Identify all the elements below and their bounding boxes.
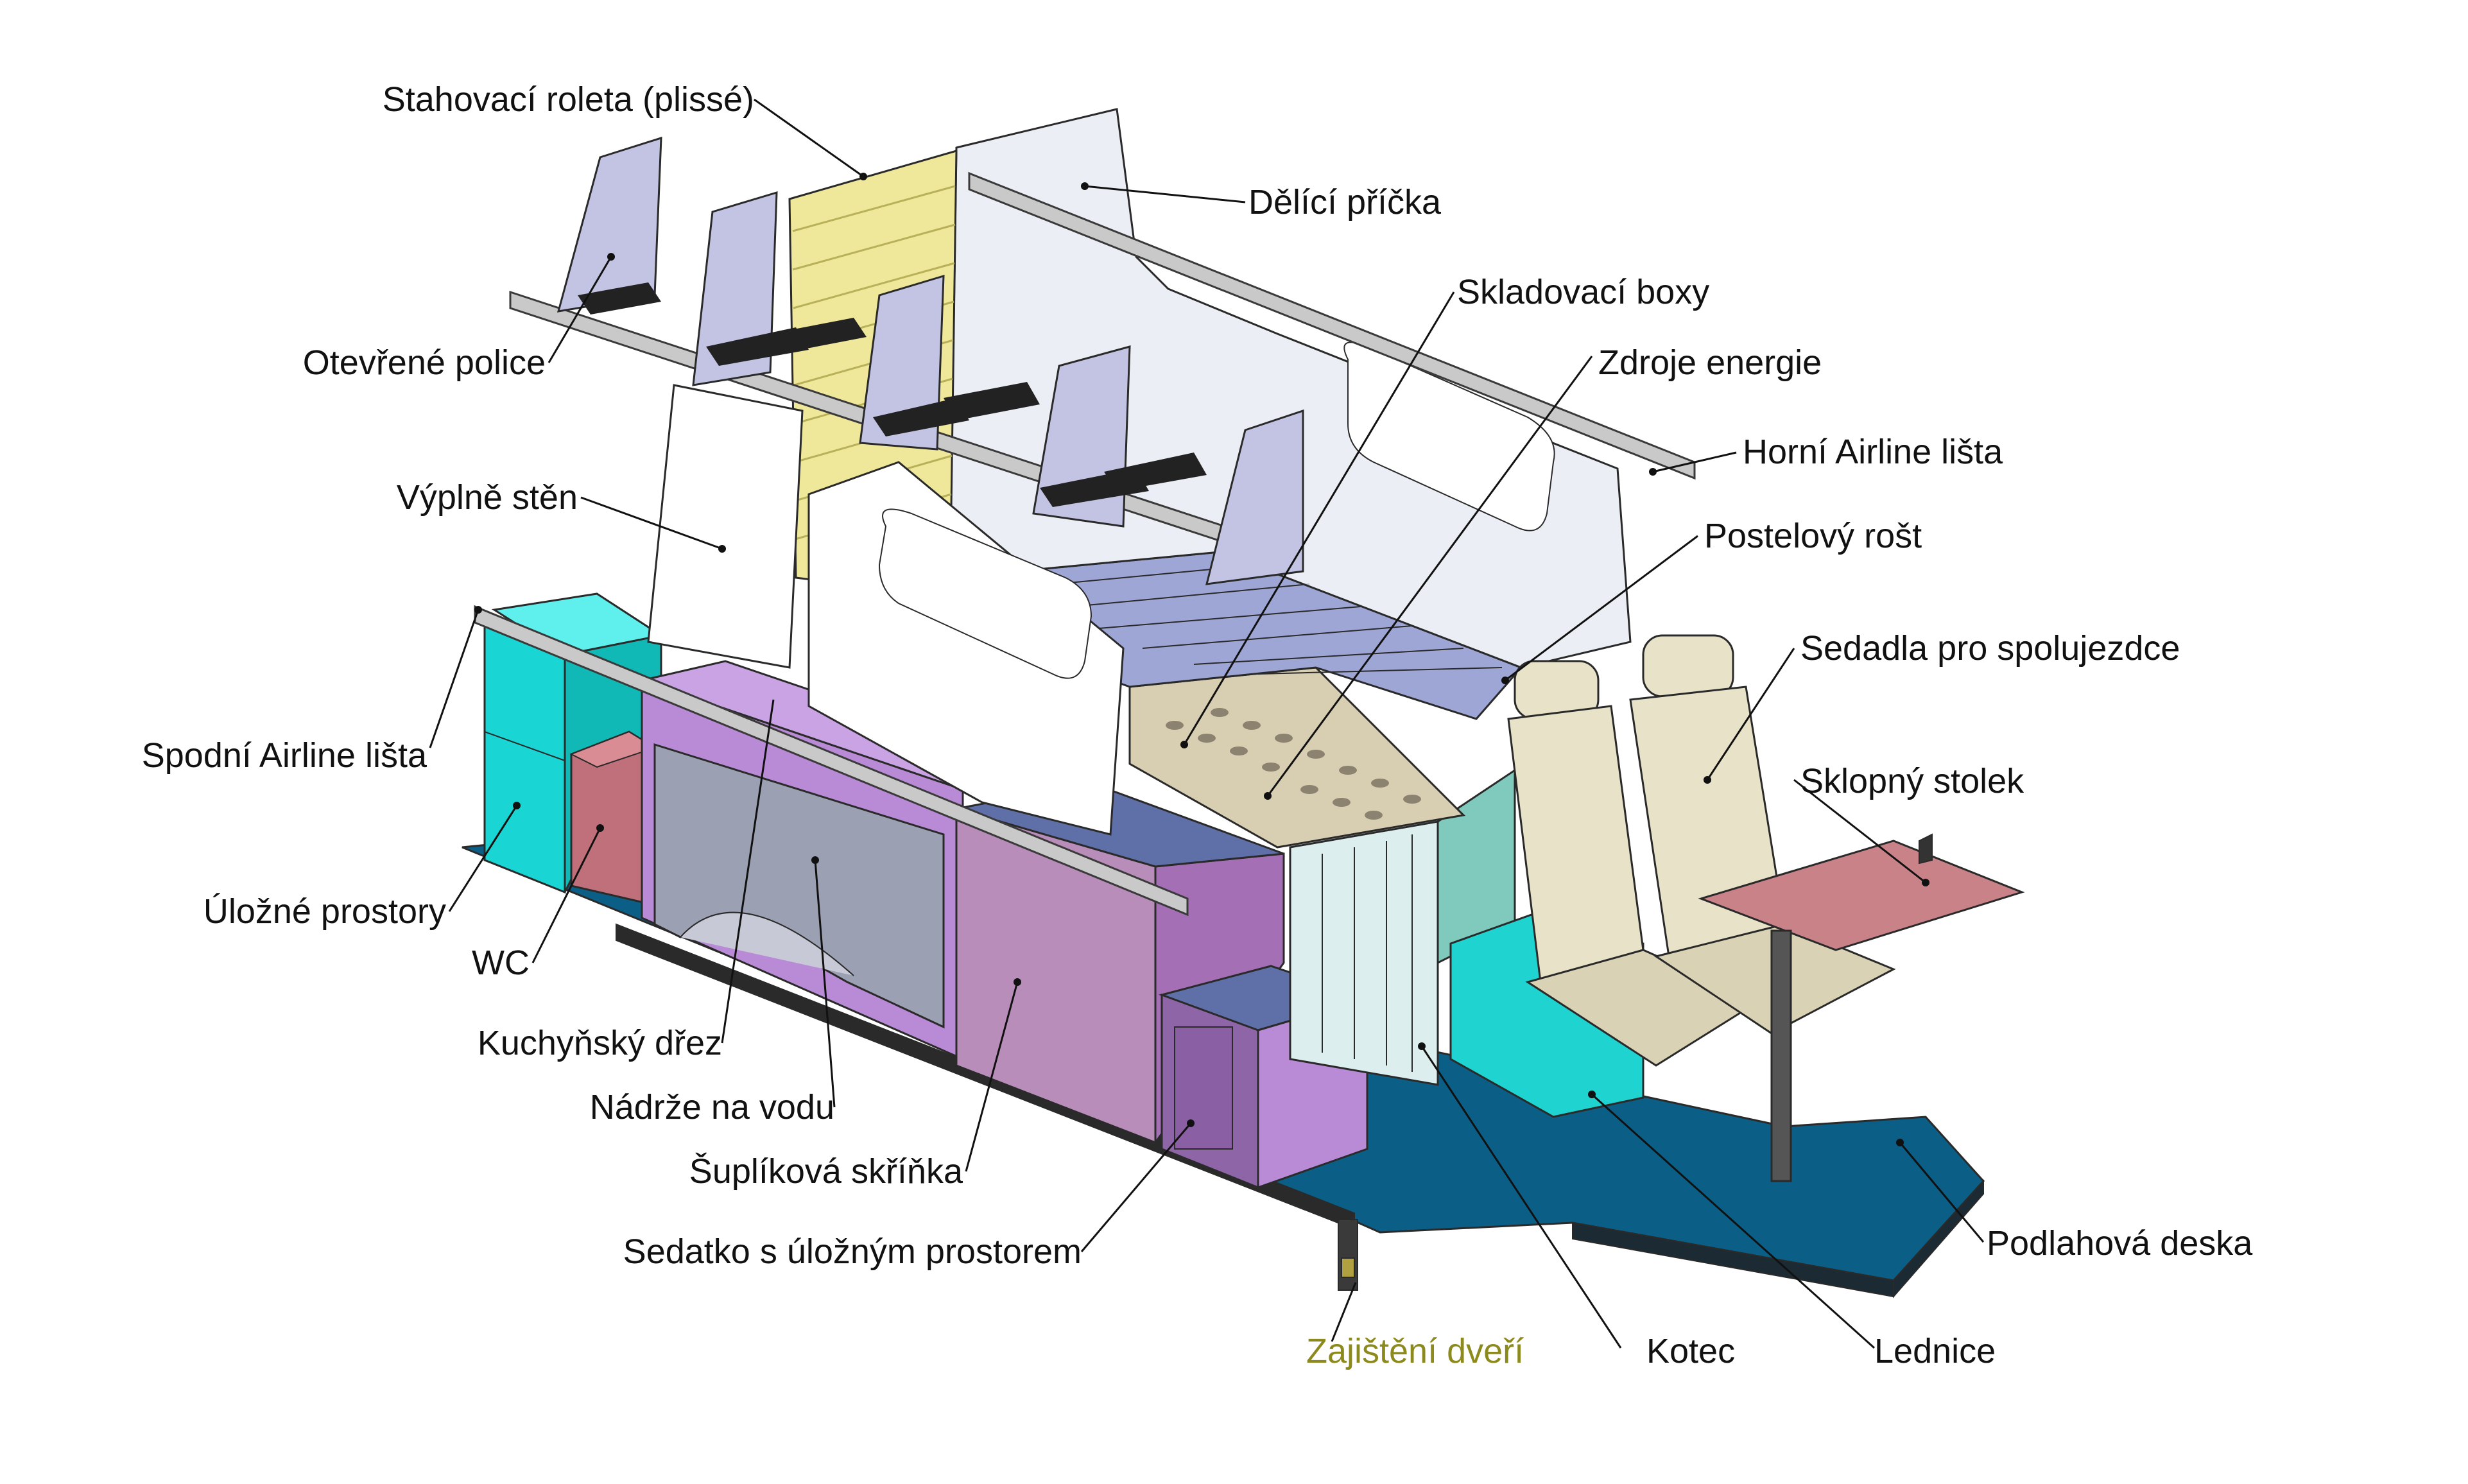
label-floor-board: Podlahová deska [1987, 1224, 2253, 1263]
leader-kennel [1420, 1046, 1622, 1349]
label-partition: Dělící příčka [1248, 183, 1442, 221]
label-energy-sources: Zdroje energie [1598, 343, 1822, 382]
label-storage-boxes: Skladovací boxy [1457, 273, 1709, 311]
leader-lines [429, 98, 1985, 1349]
label-drawer-cabinet: Šuplíková skříňka [689, 1152, 963, 1191]
label-folding-table: Sklopný stolek [1800, 762, 2024, 800]
leader-bed-grate [1505, 535, 1698, 682]
leader-upper-rail [1652, 451, 1737, 473]
label-door-lock: Zajištění dveří [1306, 1332, 1524, 1370]
upper-airline-rail [968, 171, 1696, 480]
leader-seat-storage [1080, 1123, 1192, 1252]
leader-floor-board [1899, 1142, 1985, 1243]
leader-fridge [1591, 1093, 1876, 1349]
leader-dots [474, 173, 1929, 1146]
leader-passenger-seats [1706, 648, 1795, 781]
leader-lower-rail [429, 609, 479, 748]
label-open-shelves: Otevřené police [303, 343, 546, 382]
leader-door-lock [1331, 1282, 1357, 1342]
shelf-straps [578, 282, 1207, 507]
leader-partition [1084, 185, 1246, 203]
leader-water-tanks [814, 859, 836, 1108]
wheel-arch [680, 911, 854, 976]
floor-board-right-edge [1893, 1179, 1984, 1298]
label-fridge: Lednice [1874, 1332, 1996, 1370]
leader-energy [1266, 356, 1593, 797]
callout-labels: Stahovací roleta (plissé) Dělící příčka … [142, 80, 2254, 1370]
wall-panel-left [647, 384, 804, 669]
leader-kitchen-sink [721, 699, 775, 1044]
label-storage-spaces: Úložné prostory [203, 892, 446, 931]
storage-box-holes [1166, 708, 1421, 820]
leader-wc [531, 827, 601, 963]
leader-folding-table [1793, 779, 1926, 884]
kennel-cage [1289, 820, 1439, 1086]
label-seat-with-storage: Sedatko s úložným prostorem [623, 1232, 1082, 1271]
label-bed-grate: Postelový rošt [1704, 517, 1922, 555]
leader-wall-panels [580, 496, 723, 550]
leader-open-shelves [548, 256, 612, 363]
leader-storage-spaces [448, 805, 518, 912]
leader-drawer-cabinet [965, 981, 1019, 1172]
door-lock-latch [1341, 1257, 1355, 1278]
label-roller-blind: Stahovací roleta (plissé) [383, 80, 754, 119]
label-water-tanks: Nádrže na vodu [590, 1088, 834, 1126]
folding-table-bracket [1919, 833, 1933, 865]
label-wall-panels: Výplně stěn [397, 478, 578, 517]
camper-illustration [462, 108, 2025, 1298]
storage-cabinet-front [483, 624, 566, 894]
door-lock-post [1338, 1219, 1358, 1291]
label-passenger-seats: Sedadla pro spolujezdce [1800, 629, 2180, 668]
label-upper-airline-rail: Horní Airline lišta [1743, 433, 2003, 471]
label-kitchen-sink: Kuchyňský dřez [478, 1024, 722, 1062]
kennel-bars [1322, 834, 1413, 1072]
label-wc: WC [472, 944, 530, 982]
seat-storage-door [1174, 1026, 1233, 1150]
wall-panel-window [878, 508, 1092, 679]
leader-storage-boxes [1183, 291, 1455, 745]
leader-roller-blind [754, 98, 864, 178]
label-lower-airline-rail: Spodní Airline lišta [142, 736, 427, 775]
storage-cabinet-split [484, 731, 565, 761]
folding-table-leg [1770, 929, 1792, 1182]
label-kennel: Kotec [1646, 1332, 1735, 1370]
